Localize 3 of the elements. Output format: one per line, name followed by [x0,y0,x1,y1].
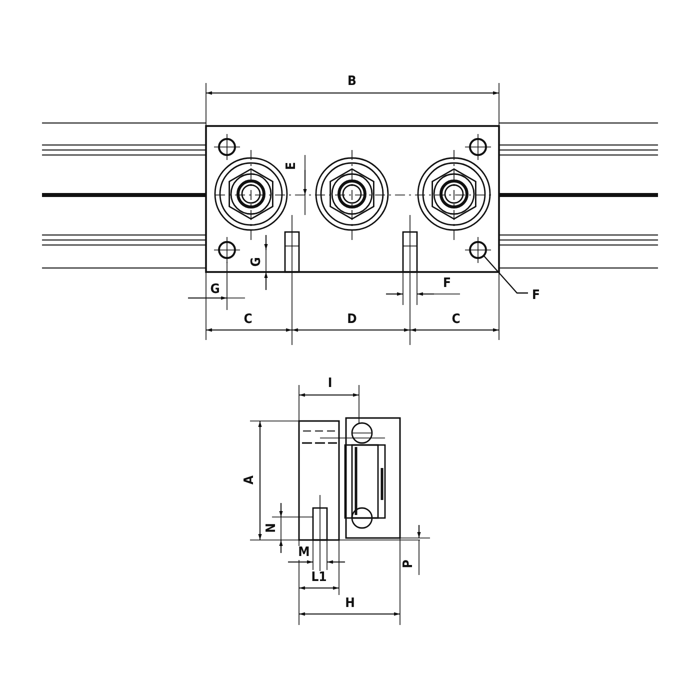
leader-line [484,256,528,294]
mounting-hole [469,241,487,259]
dimension-label: M [297,546,311,560]
